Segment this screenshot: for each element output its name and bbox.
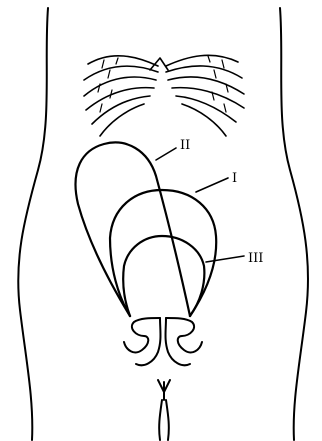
outline-2-path: [76, 142, 190, 316]
genital-cleft: [158, 380, 170, 440]
outline-3-label: III: [248, 251, 263, 266]
leader-line-2: [156, 148, 176, 160]
outline-3-path: [123, 236, 204, 316]
torso-left-contour: [18, 8, 48, 440]
outline-2-label: II: [180, 138, 190, 153]
leader-line-1: [196, 178, 228, 192]
left-rib-cage: [84, 56, 158, 136]
leader-line-3: [206, 256, 244, 262]
outline-1-label: I: [232, 171, 237, 186]
right-rib-cage: [166, 55, 244, 136]
torso-right-contour: [280, 8, 308, 440]
pubic-bones: [124, 318, 202, 365]
